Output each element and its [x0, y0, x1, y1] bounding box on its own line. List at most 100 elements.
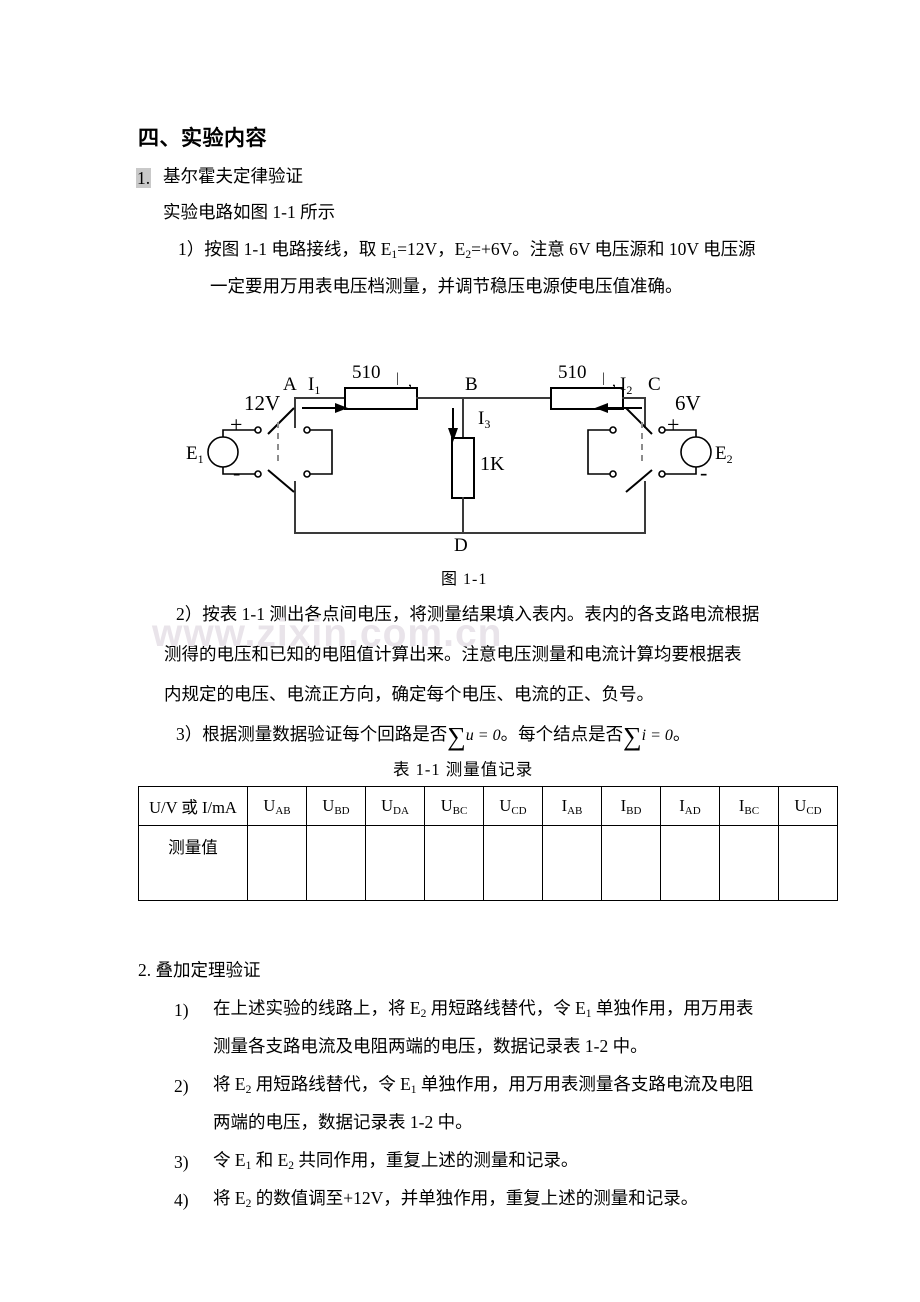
- section1-item1-line1: 1）按图 1-1 电路接线，取 E1=12V，E2=+6V。注意 6V 电压源和…: [178, 239, 756, 262]
- s2i1-sub2: 1: [585, 1008, 592, 1020]
- page-title: 四、实验内容: [138, 126, 267, 150]
- s2i4-mid: 的数值调至+12V，并单独作用，重复上述的测量和记录。: [251, 1188, 699, 1208]
- table-cell[interactable]: [247, 825, 307, 901]
- table-row-label: 测量值: [138, 825, 248, 901]
- item1-line1-post: =+6V。注意 6V 电压源和 10V 电压源: [471, 239, 756, 259]
- current-label-i3: I3: [478, 408, 490, 431]
- circuit-diagram: A I1 510 | , B 510 | , I2 C I3 1K D 12V …: [180, 352, 740, 557]
- section2-item1-number: 1): [174, 1000, 189, 1020]
- section1-item1-line2: 一定要用万用表电压档测量，并调节稳压电源使电压值准确。: [210, 276, 683, 296]
- s2i2-mid: 用短路线替代，令 E: [251, 1074, 411, 1094]
- s2i2-sub2: 1: [410, 1084, 417, 1096]
- s2i3-sub2: 2: [288, 1160, 295, 1172]
- section2-title: 2. 叠加定理验证: [138, 960, 261, 980]
- section1-subtitle: 实验电路如图 1-1 所示: [163, 202, 336, 222]
- source-left-label: E1: [186, 443, 204, 466]
- node-label-a: A: [283, 374, 297, 395]
- s2i2-post: 单独作用，用万用表测量各支路电流及电阻: [416, 1074, 754, 1094]
- item3-pre: 3）根据测量数据验证每个回路是否: [176, 724, 448, 744]
- table-header-cell: IAD: [660, 786, 720, 826]
- table-cell[interactable]: [542, 825, 602, 901]
- section1-item3: 3）根据测量数据验证每个回路是否∑u = 0。每个结点是否∑i = 0。: [176, 724, 690, 750]
- s2i2-pre: 将 E: [213, 1074, 246, 1094]
- s2i3-pre: 令 E: [213, 1150, 246, 1170]
- table-cell[interactable]: [719, 825, 779, 901]
- section2-item1-line2: 测量各支路电流及电阻两端的电压，数据记录表 1-2 中。: [213, 1036, 648, 1056]
- table-cell[interactable]: [601, 825, 661, 901]
- table-cell[interactable]: [424, 825, 484, 901]
- table-header-cell: UBD: [306, 786, 366, 826]
- table-header-cell: UCD: [778, 786, 838, 826]
- table-header-cell: U/V 或 I/mA: [138, 786, 248, 826]
- s2i4-sub1: 2: [245, 1198, 252, 1210]
- section2-item3-number: 3): [174, 1152, 189, 1172]
- table-header-cell: UCD: [483, 786, 543, 826]
- table-header-cell: IAB: [542, 786, 602, 826]
- s2i3-post: 共同作用，重复上述的测量和记录。: [294, 1150, 579, 1170]
- item3-end: 。: [672, 724, 691, 744]
- section2-item2-line1: 将 E2 用短路线替代，令 E1 单独作用，用万用表测量各支路电流及电阻: [213, 1074, 754, 1097]
- node-label-d: D: [454, 535, 468, 556]
- s2i4-pre: 将 E: [213, 1188, 246, 1208]
- resistor-right-comma: ,: [612, 373, 616, 390]
- table-header-cell: UBC: [424, 786, 484, 826]
- section1-number: 1.: [136, 168, 152, 189]
- table-cell[interactable]: [660, 825, 720, 901]
- figure-caption: 图 1-1: [441, 571, 488, 588]
- section2-item4-number: 4): [174, 1190, 189, 1210]
- section2-item1-line1: 在上述实验的线路上，将 E2 用短路线替代，令 E1 单独作用，用万用表: [213, 998, 754, 1021]
- s2i1-mid: 用短路线替代，令 E: [426, 998, 586, 1018]
- source-right-plus: +: [667, 412, 679, 437]
- table-cell[interactable]: [306, 825, 366, 901]
- section1-item2-line3: 内规定的电压、电流正方向，确定每个电压、电流的正、负号。: [164, 684, 654, 704]
- s2i3-mid: 和 E: [251, 1150, 289, 1170]
- resistor-mid-label: 1K: [480, 453, 505, 475]
- item1-line1-pre: 1）按图 1-1 电路接线，取 E: [178, 239, 392, 259]
- section2-item3-line1: 令 E1 和 E2 共同作用，重复上述的测量和记录。: [213, 1150, 579, 1173]
- table-header-cell: UAB: [247, 786, 307, 826]
- source-left-plus: +: [230, 412, 242, 437]
- source-right-label: E2: [715, 443, 733, 466]
- item1-line1-mid: =12V，E: [397, 239, 466, 259]
- s2i3-sub1: 1: [245, 1160, 252, 1172]
- source-left-minus: -: [233, 460, 240, 485]
- table-header-cell: IBD: [601, 786, 661, 826]
- section2-item2-line2: 两端的电压，数据记录表 1-2 中。: [213, 1112, 473, 1132]
- table-cell[interactable]: [778, 825, 838, 901]
- section2-item2-number: 2): [174, 1076, 189, 1096]
- sigma-icon-2: ∑: [623, 722, 642, 751]
- sigma-icon-1: ∑: [447, 722, 466, 751]
- table-row: 测量值: [138, 825, 838, 901]
- node-label-b: B: [465, 374, 478, 395]
- table-caption: 表 1-1 测量值记录: [393, 760, 534, 779]
- section1-item2-line2: 测得的电压和已知的电阻值计算出来。注意电压测量和电流计算均要根据表: [164, 644, 742, 664]
- source-right-minus: -: [700, 460, 707, 485]
- resistor-right-mark: |: [602, 371, 605, 386]
- section1-item2-line1: 2）按表 1-1 测出各点间电压，将测量结果填入表内。表内的各支路电流根据: [176, 604, 760, 624]
- item3-expr2: i = 0: [641, 727, 673, 744]
- section1-number-highlight: 1.: [136, 168, 152, 188]
- section1-title: 基尔霍夫定律验证: [163, 166, 303, 186]
- s2i1-post: 单独作用，用万用表: [591, 998, 754, 1018]
- s2i2-sub1: 2: [245, 1084, 252, 1096]
- table-cell[interactable]: [365, 825, 425, 901]
- table-header-cell: IBC: [719, 786, 779, 826]
- resistor-left-label: 510: [352, 362, 381, 383]
- current-label-i1: I1: [308, 374, 320, 397]
- node-label-c: C: [648, 374, 661, 395]
- item1-sub-e2: 2: [465, 249, 472, 261]
- source-right-voltage: 6V: [675, 391, 701, 415]
- section2-item4-line1: 将 E2 的数值调至+12V，并单独作用，重复上述的测量和记录。: [213, 1188, 699, 1211]
- s2i1-sub1: 2: [420, 1008, 427, 1020]
- s2i1-pre: 在上述实验的线路上，将 E: [213, 998, 421, 1018]
- table-header-cell: UDA: [365, 786, 425, 826]
- resistor-left-mark: |: [396, 371, 399, 386]
- table-cell[interactable]: [483, 825, 543, 901]
- current-label-i2: I2: [620, 374, 632, 397]
- item3-expr1: u = 0: [465, 727, 501, 744]
- resistor-right-label: 510: [558, 362, 587, 383]
- item1-sub-e1: 1: [391, 249, 398, 261]
